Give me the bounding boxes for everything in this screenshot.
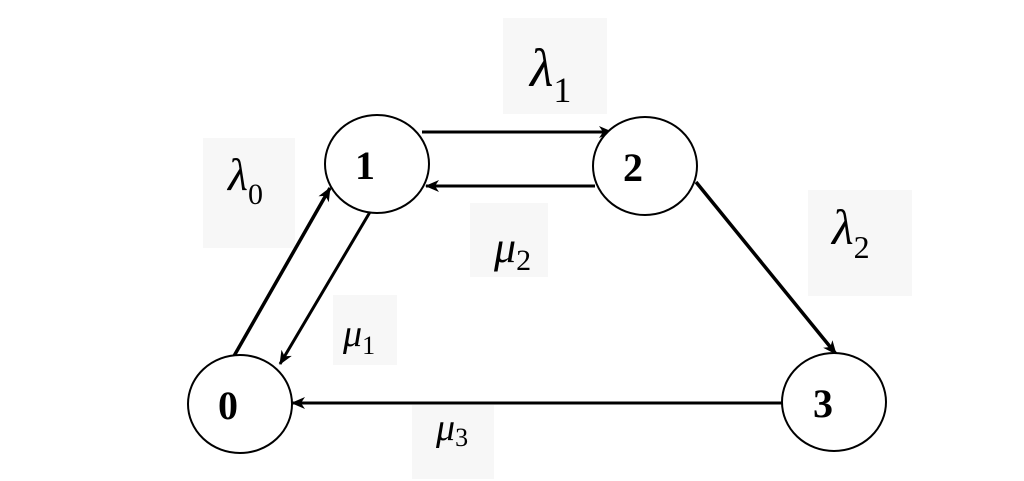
rate-label-mu3: μ3 [435,407,468,452]
rate-subscript: 2 [516,244,531,277]
rate-symbol: λ [528,38,553,98]
mu2-label-bg [470,203,548,277]
arrow-lambda2-2-to-3 [694,180,838,356]
rate-symbol: λ [830,199,854,255]
rate-label-mu2: μ2 [493,223,531,277]
state-node-3: 3 [781,352,887,452]
rate-subscript: 1 [553,70,571,110]
state-label: 3 [813,381,833,426]
label-backgrounds [203,18,912,479]
state-label: 0 [218,383,238,428]
state-node-0: 0 [187,354,293,454]
state-node-2: 2 [592,116,698,216]
rate-symbol: μ [493,223,516,272]
state-circle [781,352,887,452]
rate-subscript: 3 [455,423,468,452]
rate-label-lambda0: λ0 [226,149,263,211]
mu3-label-bg [412,405,494,479]
lambda0-label-bg [203,138,295,248]
rate-subscript: 0 [248,178,263,211]
lambda2-label-bg [808,190,912,296]
rate-subscript: 2 [854,229,870,265]
transitions [232,126,838,409]
state-circle [592,116,698,216]
state-circle [324,114,430,214]
state-node-1: 1 [324,114,430,214]
state-label: 1 [355,143,375,188]
rate-symbol: μ [342,313,362,355]
rate-label-mu1: μ1 [342,313,375,360]
mu1-label-bg [333,295,397,365]
rate-subscript: 1 [362,331,375,360]
rate-label-lambda1: λ1 [528,38,571,110]
arrow-mu1-1-to-0 [278,211,372,365]
state-label: 2 [623,145,643,190]
rate-symbol: λ [226,149,248,200]
rate-symbol: μ [435,407,455,449]
lambda1-label-bg [503,18,607,114]
rate-label-lambda2: λ2 [830,199,870,265]
arrow-lambda0-0-to-1 [232,187,332,357]
state-circle [187,354,293,454]
